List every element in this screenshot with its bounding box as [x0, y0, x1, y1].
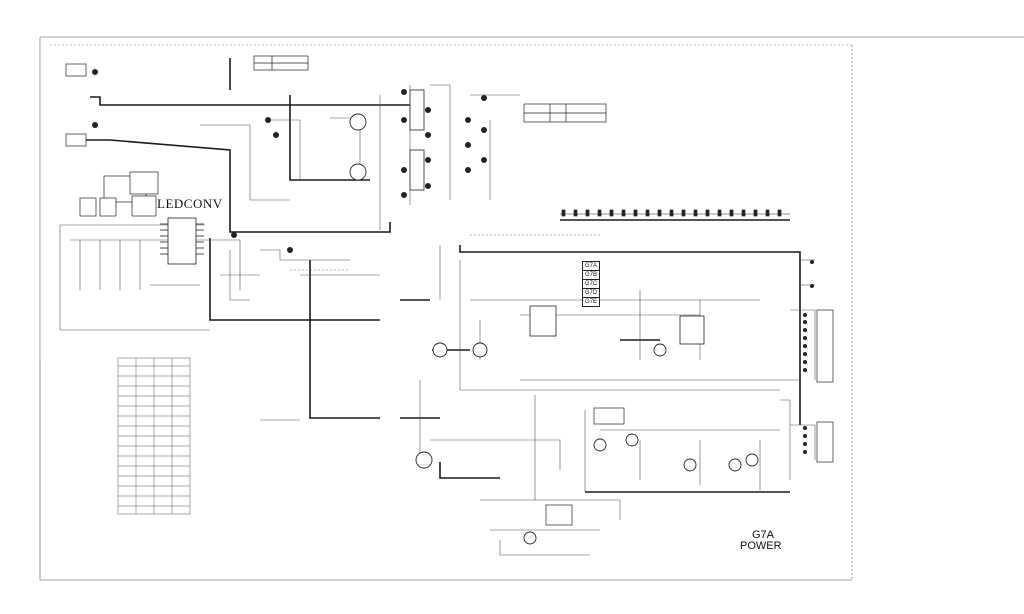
mosfet-transistors [349, 113, 759, 545]
signal-wires [59, 84, 816, 556]
page-border [39, 36, 1024, 581]
board-name-label: G7A [752, 529, 775, 541]
right-connector-pins [803, 260, 814, 454]
spec-boxes [65, 55, 834, 526]
board-function-label: POWER [740, 540, 782, 552]
main-wires [82, 58, 801, 493]
block-title-ledconv: LEDCONV [157, 196, 223, 211]
transformers [409, 89, 705, 345]
dotted-lines [39, 234, 600, 580]
led-converter-ic [160, 217, 204, 265]
small-components [92, 69, 487, 253]
component-table [117, 357, 191, 515]
rail-components [561, 209, 782, 217]
connector-tag: G7E [582, 297, 600, 307]
